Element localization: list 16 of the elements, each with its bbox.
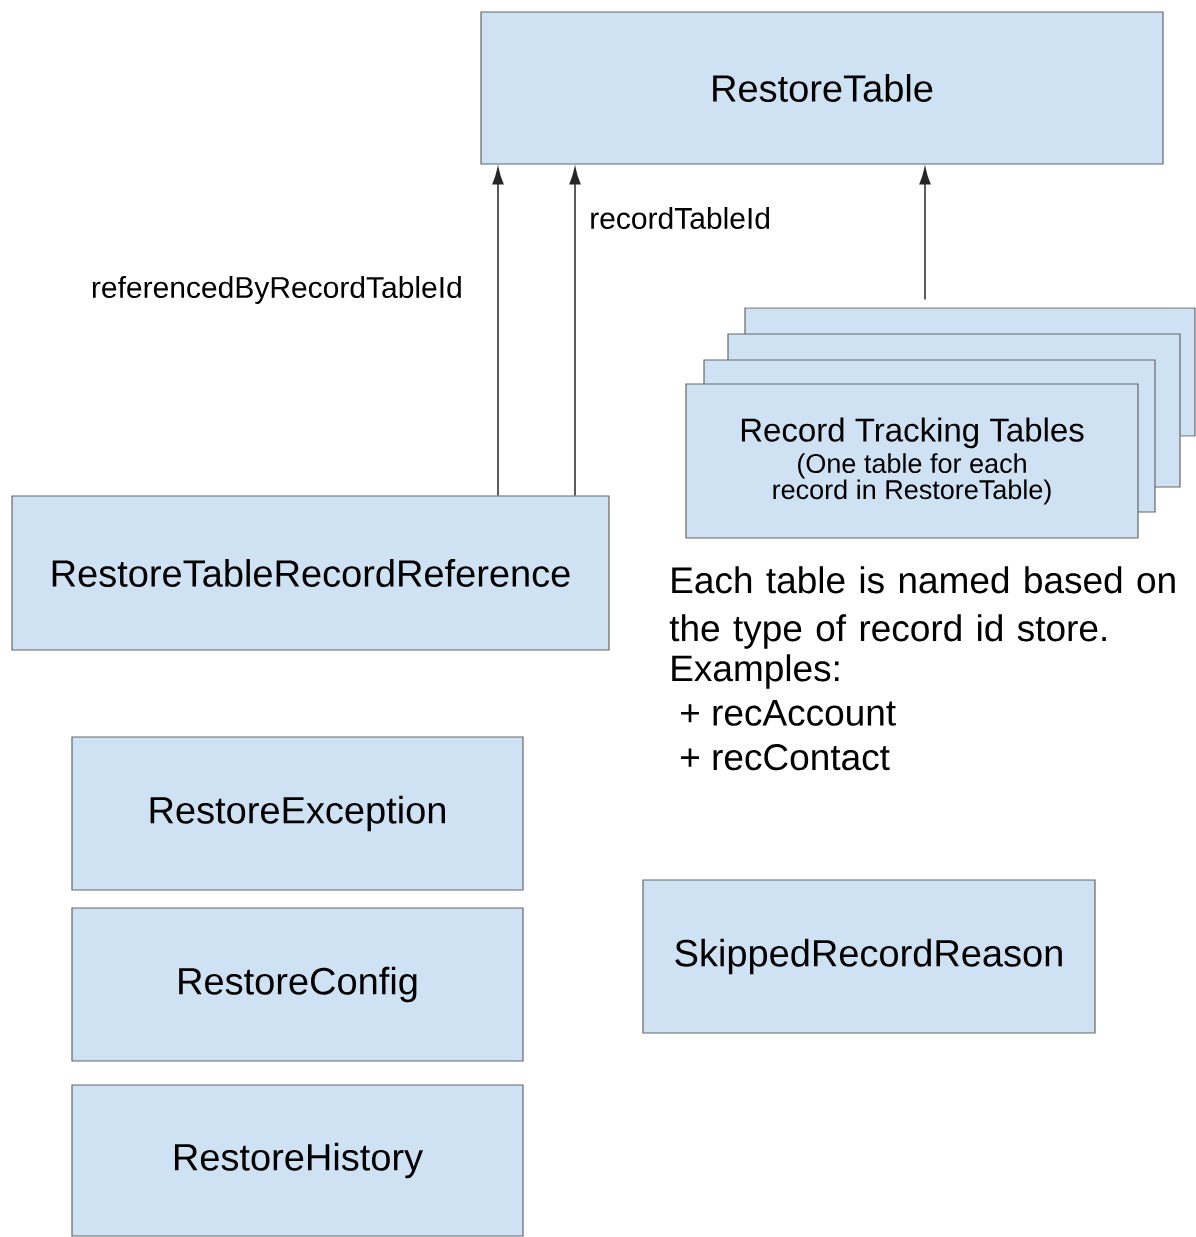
note-text: + recAccount	[681, 700, 896, 726]
table-box: RestoreTableRecordReference	[11, 495, 610, 651]
arrow	[919, 167, 931, 301]
note-text: Each table is named based on the type of record id store.	[669, 566, 1175, 649]
stacked-table-box: Record Tracking Tables (One table for each record in RestoreTable)	[685, 307, 1196, 539]
table-box: RestoreHistory	[71, 1084, 524, 1237]
note-text: Examples:	[672, 654, 839, 689]
note-text: + recContact	[681, 744, 890, 771]
arrow	[569, 167, 581, 497]
table-box: RestoreConfig	[71, 907, 524, 1062]
arrow	[492, 167, 504, 497]
edge-label: recordTableId	[587, 205, 773, 231]
edge-label: referencedByRecordTableId	[88, 274, 465, 306]
table-box: RestoreException	[71, 736, 524, 891]
table-box: RestoreTable	[480, 11, 1164, 165]
table-box: SkippedRecordReason	[642, 879, 1096, 1034]
